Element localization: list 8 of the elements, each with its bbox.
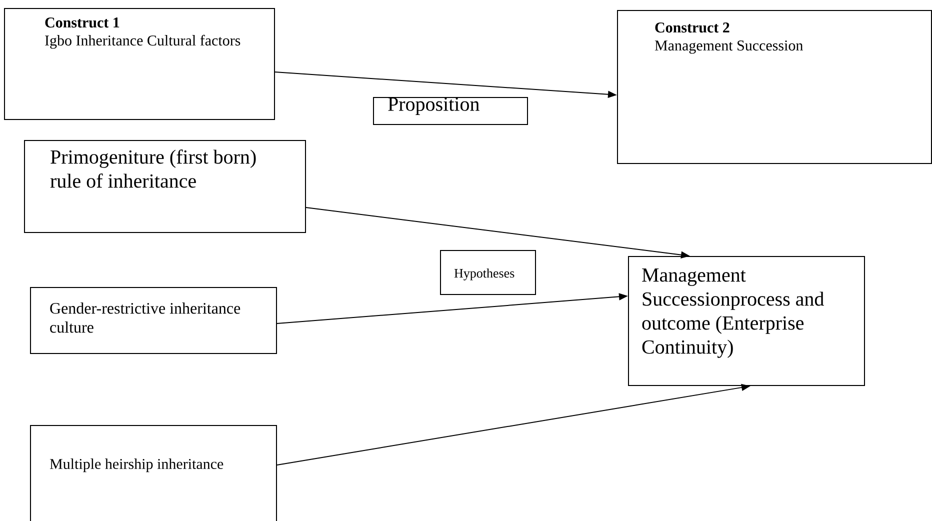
construct-box: Construct 2 Management Succession (617, 10, 932, 164)
outcome-box: Management Successionprocess and outcome (Enterprise Continuity) (628, 256, 865, 386)
factor-box: Multiple heirship inheritance (30, 425, 277, 521)
construct-box: Construct 1 Igbo Inheritance Cultural factors (4, 8, 275, 120)
label-box: Hypotheses (440, 250, 536, 295)
factor-box: Gender-restrictive inheritance culture (30, 287, 277, 354)
label-box: Proposition (373, 97, 528, 125)
factor-box: Primogeniture (first born) rule of inheritance (24, 140, 306, 233)
